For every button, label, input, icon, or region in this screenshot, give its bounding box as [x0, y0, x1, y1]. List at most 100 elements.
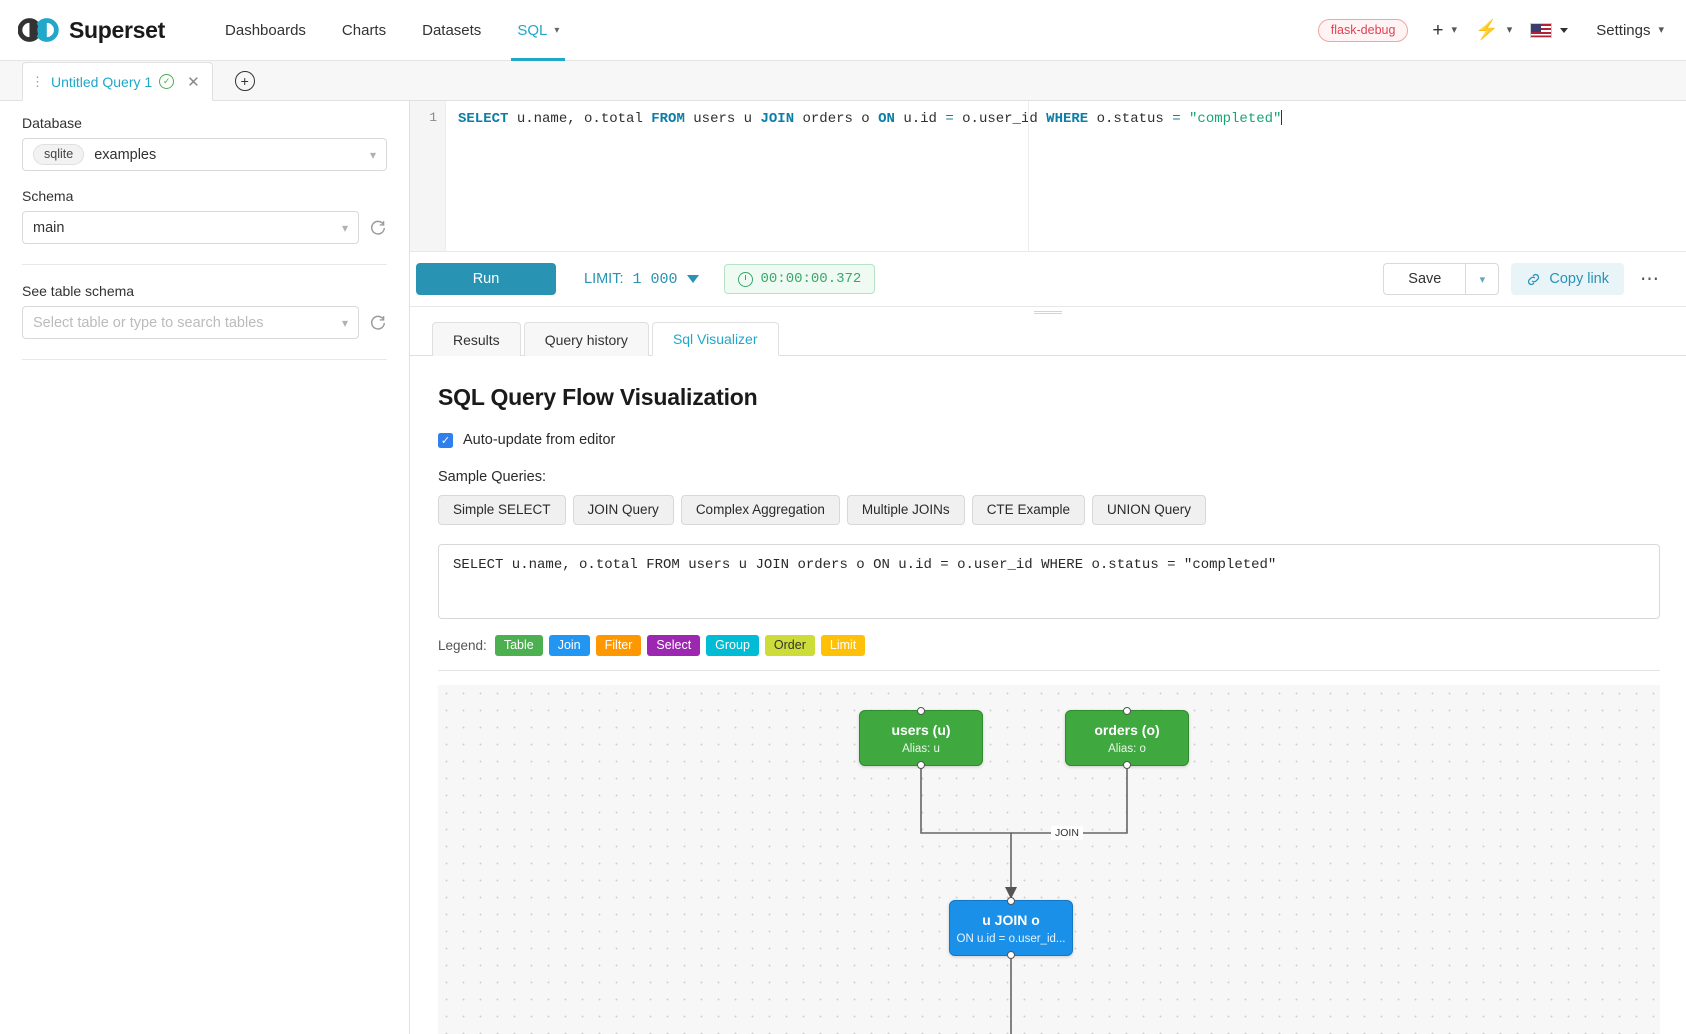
node-handle-bottom[interactable] [1123, 761, 1131, 769]
plus-icon: + [240, 73, 249, 89]
bolt-menu[interactable]: ⚡ ▾ [1475, 21, 1512, 40]
flow-node-orders[interactable]: orders (o)Alias: o [1065, 707, 1189, 769]
legend-badge-limit: Limit [820, 635, 866, 656]
run-button[interactable]: Run [416, 263, 556, 295]
save-button[interactable]: Save [1383, 263, 1466, 295]
nav-right-group: flask-debug + ▾ ⚡ ▾ Settings ▾ [1317, 18, 1664, 42]
table-select[interactable]: Select table or type to search tables ▾ [22, 306, 359, 339]
query-tab-bar: ⋮ Untitled Query 1 ✓ ✕ + [0, 61, 1686, 101]
database-select[interactable]: sqlite examples ▾ [22, 138, 387, 171]
nav-link-datasets[interactable]: Datasets [404, 0, 499, 61]
sample-query-button-union-query[interactable]: UNION Query [1091, 495, 1206, 525]
new-item-menu[interactable]: + ▾ [1432, 21, 1457, 40]
editor-code-area[interactable]: SELECT u.name, o.total FROM users u JOIN… [446, 101, 1686, 251]
page-title: SQL Query Flow Visualization [438, 384, 758, 410]
bolt-icon: ⚡ [1475, 19, 1499, 41]
nav-label: Charts [341, 21, 387, 39]
superset-brand[interactable]: Superset [18, 17, 165, 44]
timer-value: 00:00:00.372 [760, 271, 862, 287]
tab-sql-visualizer[interactable]: Sql Visualizer [651, 322, 779, 356]
node-handle-top[interactable] [917, 707, 925, 715]
tab-results[interactable]: Results [432, 322, 521, 356]
node-subtitle: Alias: u [902, 742, 940, 755]
sql-input-textarea[interactable] [438, 544, 1660, 619]
more-options-button[interactable]: ⋯ [1640, 268, 1660, 290]
node-title: u JOIN o [982, 911, 1040, 928]
language-menu[interactable] [1530, 22, 1569, 38]
editor-gutter: 1 [410, 101, 446, 251]
limit-label: LIMIT: [584, 271, 624, 287]
sidebar-divider [22, 264, 387, 265]
drag-handle-icon[interactable]: ⋮ [31, 74, 44, 89]
refresh-schema-icon[interactable] [369, 219, 387, 237]
sample-query-button-cte-example[interactable]: CTE Example [971, 495, 1085, 525]
nav-links: Dashboards Charts Datasets SQL ▾ [207, 0, 577, 61]
node-handle-bottom[interactable] [917, 761, 925, 769]
panel-resize-handle[interactable] [410, 307, 1686, 318]
auto-update-checkbox[interactable]: ✓ [438, 432, 453, 448]
auto-update-row: ✓ Auto-update from editor [438, 432, 1664, 448]
database-label: Database [22, 115, 82, 131]
schema-field: Schema main ▾ [22, 188, 387, 244]
settings-menu[interactable]: Settings ▾ [1596, 22, 1664, 39]
sample-queries-label: Sample Queries: [438, 469, 546, 485]
node-handle-bottom[interactable] [1007, 951, 1015, 959]
node-title: users (u) [891, 721, 951, 738]
legend-label: Legend: [438, 638, 487, 653]
tab-query-history[interactable]: Query history [523, 322, 649, 356]
line-number: 1 [429, 110, 437, 125]
superset-logo-icon [18, 18, 59, 42]
nav-link-charts[interactable]: Charts [324, 0, 404, 61]
main-area: Database sqlite examples ▾ Schema main ▾ [0, 101, 1686, 1034]
limit-dropdown[interactable]: LIMIT: 1 000 [584, 271, 699, 288]
table-placeholder: Select table or type to search tables [33, 314, 264, 331]
save-dropdown-button[interactable]: ▾ [1465, 263, 1500, 295]
auto-update-label: Auto-update from editor [463, 432, 616, 448]
brand-name: Superset [69, 16, 166, 43]
node-title: orders (o) [1094, 721, 1160, 738]
query-tab-label: Untitled Query 1 [51, 73, 153, 90]
refresh-tables-icon[interactable] [369, 314, 387, 332]
sql-lab-content: 1 SELECT u.name, o.total FROM users u JO… [410, 101, 1686, 1034]
node-handle-top[interactable] [1123, 707, 1131, 715]
sample-query-button-multiple-joins[interactable]: Multiple JOINs [846, 495, 965, 525]
toolbar-right-group: Save ▾ Copy link ⋯ [1383, 263, 1664, 295]
node-handle-top[interactable] [1007, 897, 1015, 905]
legend-badge-group: Group [706, 635, 759, 656]
plus-icon: + [1432, 19, 1444, 41]
nav-label: Dashboards [225, 21, 306, 39]
query-timer-badge: 00:00:00.372 [723, 264, 876, 294]
save-button-group: Save ▾ [1383, 263, 1500, 295]
copy-link-button[interactable]: Copy link [1511, 263, 1624, 295]
editor-print-margin [1028, 101, 1029, 251]
chevron-down-icon: ▾ [1479, 273, 1486, 286]
nav-link-sql[interactable]: SQL ▾ [499, 0, 577, 61]
sample-query-button-join-query[interactable]: JOIN Query [572, 495, 674, 525]
top-navbar: Superset Dashboards Charts Datasets SQL … [0, 0, 1686, 61]
flow-node-users[interactable]: users (u) Alias: u [859, 707, 983, 769]
chevron-down-icon: ▾ [341, 315, 348, 330]
clock-icon [737, 271, 753, 287]
add-query-tab-button[interactable]: + [234, 71, 255, 91]
schema-select[interactable]: main ▾ [22, 211, 359, 244]
close-icon[interactable]: ✕ [187, 73, 200, 91]
sql-editor-wrap: 1 SELECT u.name, o.total FROM users u JO… [410, 101, 1686, 252]
chevron-down-icon: ▾ [369, 147, 376, 162]
flow-node-join[interactable]: u JOIN o ON u.id = o.user_id... [949, 897, 1073, 959]
query-tab-untitled-query-1[interactable]: ⋮ Untitled Query 1 ✓ ✕ [22, 62, 213, 101]
node-subtitle: ON u.id = o.user_id... [956, 932, 1066, 945]
sample-query-button-complex-aggregation[interactable]: Complex Aggregation [680, 495, 840, 525]
nav-link-dashboards[interactable]: Dashboards [207, 0, 324, 61]
legend-badge-filter: Filter [595, 635, 642, 656]
sql-editor[interactable]: 1 SELECT u.name, o.total FROM users u JO… [410, 101, 1686, 251]
copy-link-label: Copy link [1549, 271, 1609, 287]
tab-label: Results [453, 331, 500, 348]
flow-edges [920, 766, 1128, 1034]
tab-label: Query history [544, 331, 628, 348]
result-tab-bar: Results Query history Sql Visualizer [410, 318, 1686, 356]
legend-divider [438, 670, 1660, 671]
sample-query-button-simple-select[interactable]: Simple SELECT [438, 495, 566, 525]
schema-label: Schema [22, 188, 74, 204]
